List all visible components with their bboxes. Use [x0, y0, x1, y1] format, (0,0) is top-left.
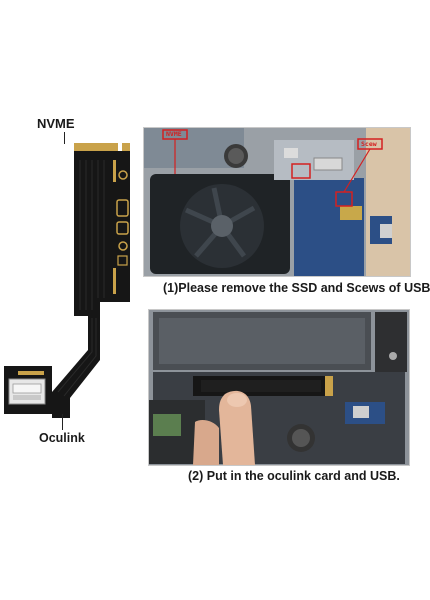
laptop-photo-after	[148, 309, 410, 466]
callout-nvme: NVME	[166, 130, 182, 138]
oculink-line-pointer	[62, 414, 63, 430]
step-1-caption: (1)Please remove the SSD and Scews of US…	[163, 281, 430, 295]
nvme-line-pointer	[64, 132, 65, 144]
nvme-label: NVME	[37, 116, 75, 131]
callout-screw: Scew	[361, 140, 377, 148]
oculink-adapter-cable	[4, 143, 130, 418]
oculink-label: Oculink	[39, 431, 85, 445]
laptop-photo-before: NVME Scew	[143, 127, 411, 277]
step-2-caption: (2) Put in the oculink card and USB.	[188, 469, 400, 483]
